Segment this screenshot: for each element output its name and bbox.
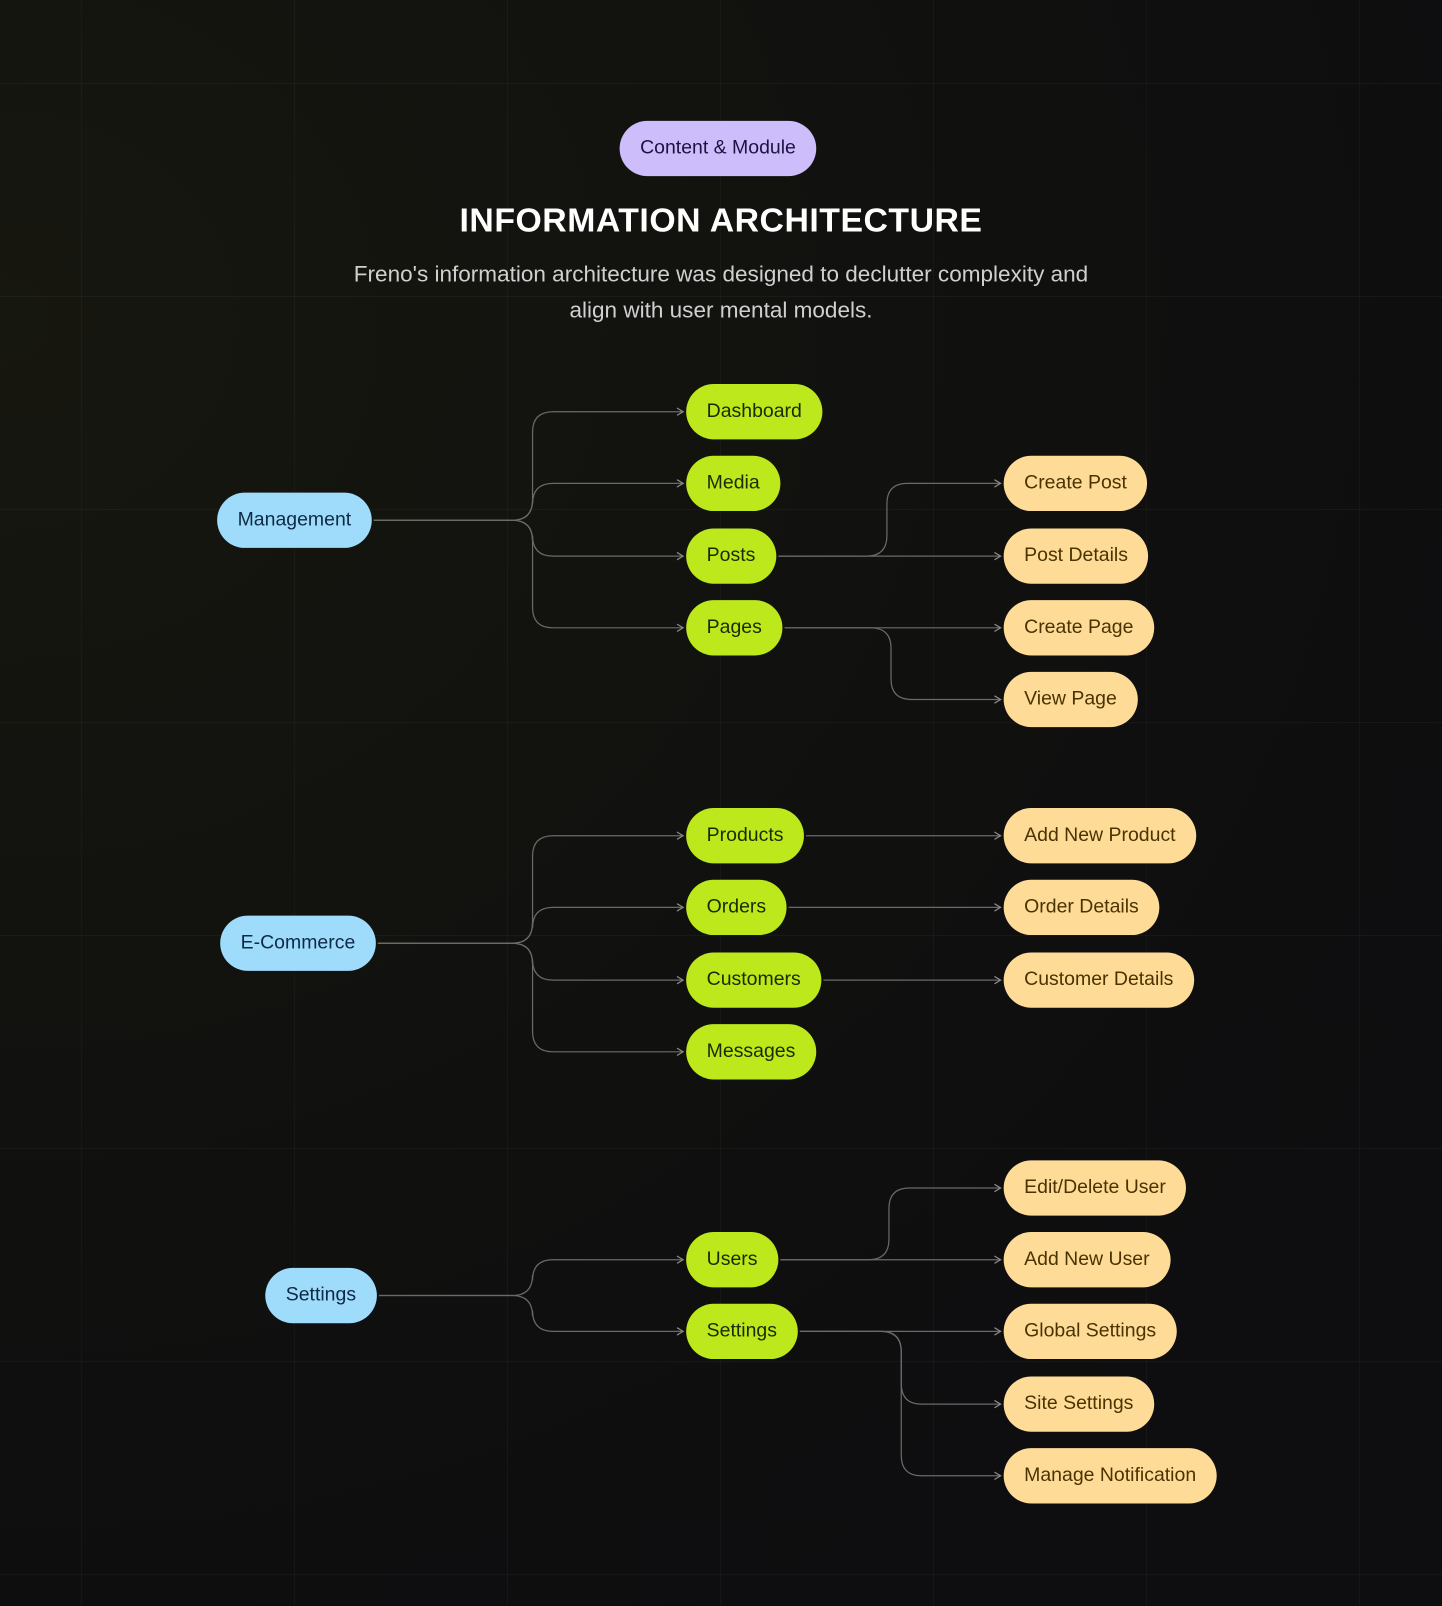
connector-n-ecom-n-ord <box>377 903 685 944</box>
module-dashboard[interactable]: Dashboard <box>686 384 823 440</box>
connector-n-mgmt-n-pages <box>373 519 685 633</box>
page-site-settings[interactable]: Site Settings <box>1003 1376 1154 1432</box>
page-edit-delete-user[interactable]: Edit/Delete User <box>1003 1160 1187 1216</box>
page-create-post[interactable]: Create Post <box>1003 455 1148 512</box>
module-orders[interactable]: Orders <box>686 879 787 936</box>
page-create-page[interactable]: Create Page <box>1003 600 1154 656</box>
connector-n-mgmt-n-media <box>373 479 685 521</box>
module-media[interactable]: Media <box>686 455 781 512</box>
section-ecommerce[interactable]: E-Commerce <box>220 915 376 971</box>
module-settings[interactable]: Settings <box>686 1303 798 1360</box>
page-manage-notification[interactable]: Manage Notification <box>1003 1448 1217 1504</box>
module-posts[interactable]: Posts <box>686 528 776 584</box>
connector-n-pages-l-vpage <box>784 627 1002 704</box>
connector-n-mgmt-n-dash <box>373 407 685 521</box>
page-subtitle: Freno's information architecture was des… <box>0 256 1442 328</box>
page-post-details[interactable]: Post Details <box>1003 528 1149 584</box>
content-module-badge: Content & Module <box>619 120 817 177</box>
connector-n-posts-l-cpost <box>778 479 1002 557</box>
module-products[interactable]: Products <box>686 808 804 864</box>
page-view-page[interactable]: View Page <box>1003 671 1138 728</box>
page-title: INFORMATION ARCHITECTURE <box>459 200 983 239</box>
page-add-new-product[interactable]: Add New Product <box>1003 808 1197 864</box>
module-users[interactable]: Users <box>686 1232 778 1288</box>
section-settings[interactable]: Settings <box>265 1267 377 1324</box>
connector-n-ecom-n-msg <box>377 942 685 1057</box>
module-customers[interactable]: Customers <box>686 952 822 1008</box>
page-customer-details[interactable]: Customer Details <box>1003 952 1194 1008</box>
subtitle-line: align with user mental models. <box>569 297 873 323</box>
connector-n-sets-n-users <box>378 1255 685 1297</box>
connector-n-setm-l-mn <box>799 1330 1002 1481</box>
connector-n-ecom-n-cust <box>377 942 685 985</box>
module-pages[interactable]: Pages <box>686 600 783 656</box>
page-global-settings[interactable]: Global Settings <box>1003 1303 1177 1360</box>
connector-n-sets-n-setm <box>378 1294 685 1336</box>
module-messages[interactable]: Messages <box>686 1024 816 1080</box>
page-add-new-user[interactable]: Add New User <box>1003 1232 1171 1288</box>
connector-n-ecom-n-prod <box>377 831 685 944</box>
page-order-details[interactable]: Order Details <box>1003 879 1160 936</box>
subtitle-line: Freno's information architecture was des… <box>353 261 1089 287</box>
section-management[interactable]: Management <box>217 492 372 548</box>
connector-n-users-l-edu <box>780 1183 1002 1261</box>
